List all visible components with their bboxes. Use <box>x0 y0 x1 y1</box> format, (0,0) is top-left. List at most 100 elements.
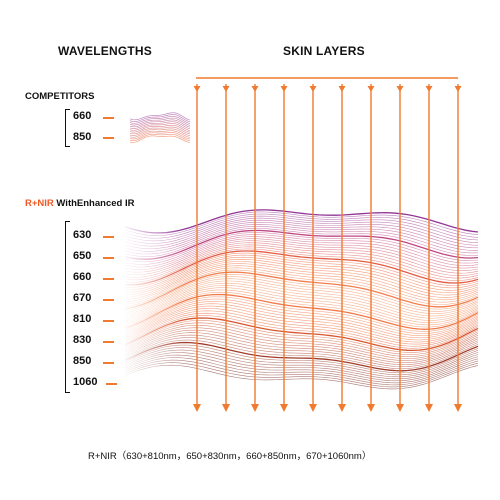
rnir-wave-line <box>124 271 479 310</box>
skin-layers-header: SKIN LAYERS <box>283 44 365 58</box>
rnir-dash-630 <box>103 236 114 238</box>
arrow-head-bottom <box>280 404 288 412</box>
competitor-wave-line <box>129 133 191 142</box>
rnir-wave-line <box>124 337 479 368</box>
rnir-wave-line <box>124 238 479 270</box>
rnir-wave-line <box>124 347 479 376</box>
competitor-wave-line <box>129 132 191 140</box>
competitor-wave-line <box>129 112 191 121</box>
rnir-wave-line <box>124 349 479 378</box>
competitor-wave-bands <box>129 112 191 143</box>
footer-caption: R+NIR（630+810nm，650+830nm，660+850nm，670+… <box>88 451 372 462</box>
arrow-head-bottom <box>338 404 346 412</box>
competitor-dash-660 <box>103 117 114 119</box>
rnir-wave-line <box>124 234 479 265</box>
competitor-dash-850 <box>103 137 114 139</box>
rnir-wave-line <box>124 352 479 380</box>
rnir-dash-810 <box>103 320 114 322</box>
rnir-wave-line <box>124 341 479 372</box>
rnir-wave-line <box>124 362 479 388</box>
rnir-wave-line <box>124 256 479 293</box>
rnir-wave-line <box>124 248 479 283</box>
rnir-wave-line <box>124 269 479 307</box>
rnir-wavelength-670: 670 <box>73 292 92 304</box>
competitors-bracket <box>65 109 70 147</box>
rnir-wave-line <box>124 244 479 278</box>
rnir-wave-line <box>124 293 479 330</box>
arrow-head-top <box>367 86 375 92</box>
rnir-wave-line <box>124 320 479 353</box>
competitor-wave-line <box>129 123 191 131</box>
arrow-head-bottom <box>425 404 433 412</box>
competitor-wavelength-850: 850 <box>73 131 92 143</box>
rnir-wave-line <box>124 296 479 332</box>
arrow-head-top <box>222 86 230 92</box>
rnir-wave-line <box>124 291 479 328</box>
competitor-wavelength-660: 660 <box>73 110 92 122</box>
competitor-wave-line <box>129 124 191 133</box>
arrow-head-top <box>396 86 404 92</box>
competitors-title: COMPETITORS <box>25 91 95 102</box>
arrow-head-bottom <box>251 404 259 412</box>
rnir-wave-line <box>124 289 479 326</box>
competitor-wave-line <box>129 135 191 143</box>
rnir-wave-line <box>124 315 479 349</box>
rnir-dash-830 <box>103 341 114 343</box>
rnir-wave-line <box>124 226 479 255</box>
competitor-wave-line <box>129 119 191 128</box>
rnir-wave-line <box>124 219 479 247</box>
rnir-wavelength-630: 630 <box>73 229 92 241</box>
competitor-wave-line <box>129 121 191 130</box>
rnir-wave-bands <box>124 209 479 390</box>
rnir-wave-line <box>124 282 479 320</box>
rnir-wave-line <box>124 357 479 384</box>
rnir-wave-line <box>124 364 479 390</box>
rnir-wave-line <box>124 228 479 257</box>
rnir-wave-line <box>124 240 479 273</box>
rnir-wave-line <box>124 332 479 364</box>
wavelengths-header: WAVELENGTHS <box>58 44 152 58</box>
rnir-wave-line <box>124 232 479 263</box>
rnir-wave-line <box>124 223 479 252</box>
rnir-wave-line <box>124 215 479 242</box>
skin-layer-arrows <box>193 77 462 412</box>
rnir-wave-line <box>124 276 479 314</box>
rnir-wave-line <box>124 308 479 343</box>
arrow-head-bottom <box>222 404 230 412</box>
rnir-dash-670 <box>103 299 114 301</box>
arrow-head-bottom <box>309 404 317 412</box>
rnir-wave-line <box>124 334 479 366</box>
rnir-wave-line <box>124 359 479 386</box>
rnir-wave-line <box>124 287 479 324</box>
rnir-dash-650 <box>103 257 114 259</box>
rnir-wave-line <box>124 209 479 234</box>
rnir-dash-660 <box>103 278 114 280</box>
rnir-wave-line <box>124 354 479 382</box>
rnir-wave-line <box>124 305 479 341</box>
rnir-wave-line <box>124 263 479 300</box>
arrow-head-top <box>338 86 346 92</box>
rnir-wave-line <box>124 278 479 316</box>
competitor-wave-line <box>129 126 191 135</box>
rnir-title-rest: WithEnhanced IR <box>53 198 135 209</box>
rnir-wave-line <box>124 310 479 345</box>
arrow-head-bottom <box>367 404 375 412</box>
rnir-wave-line <box>124 273 479 312</box>
competitor-wave-line <box>129 128 191 136</box>
rnir-dash-850 <box>103 362 114 364</box>
rnir-wavelength-1060: 1060 <box>73 376 98 388</box>
rnir-bracket <box>65 221 70 393</box>
rnir-wave-line <box>124 280 479 318</box>
rnir-wavelength-650: 650 <box>73 250 92 262</box>
rnir-wave-line <box>124 303 479 339</box>
rnir-title-highlight: R+NIR <box>25 198 54 209</box>
arrow-head-top <box>280 86 288 92</box>
arrow-head-top <box>193 86 201 92</box>
competitor-wave-line <box>129 114 191 123</box>
arrow-head-bottom <box>396 404 404 412</box>
arrow-head-top <box>454 86 462 92</box>
rnir-wave-line <box>124 258 479 296</box>
rnir-wave-line <box>124 329 479 361</box>
rnir-wave-line <box>124 312 479 347</box>
